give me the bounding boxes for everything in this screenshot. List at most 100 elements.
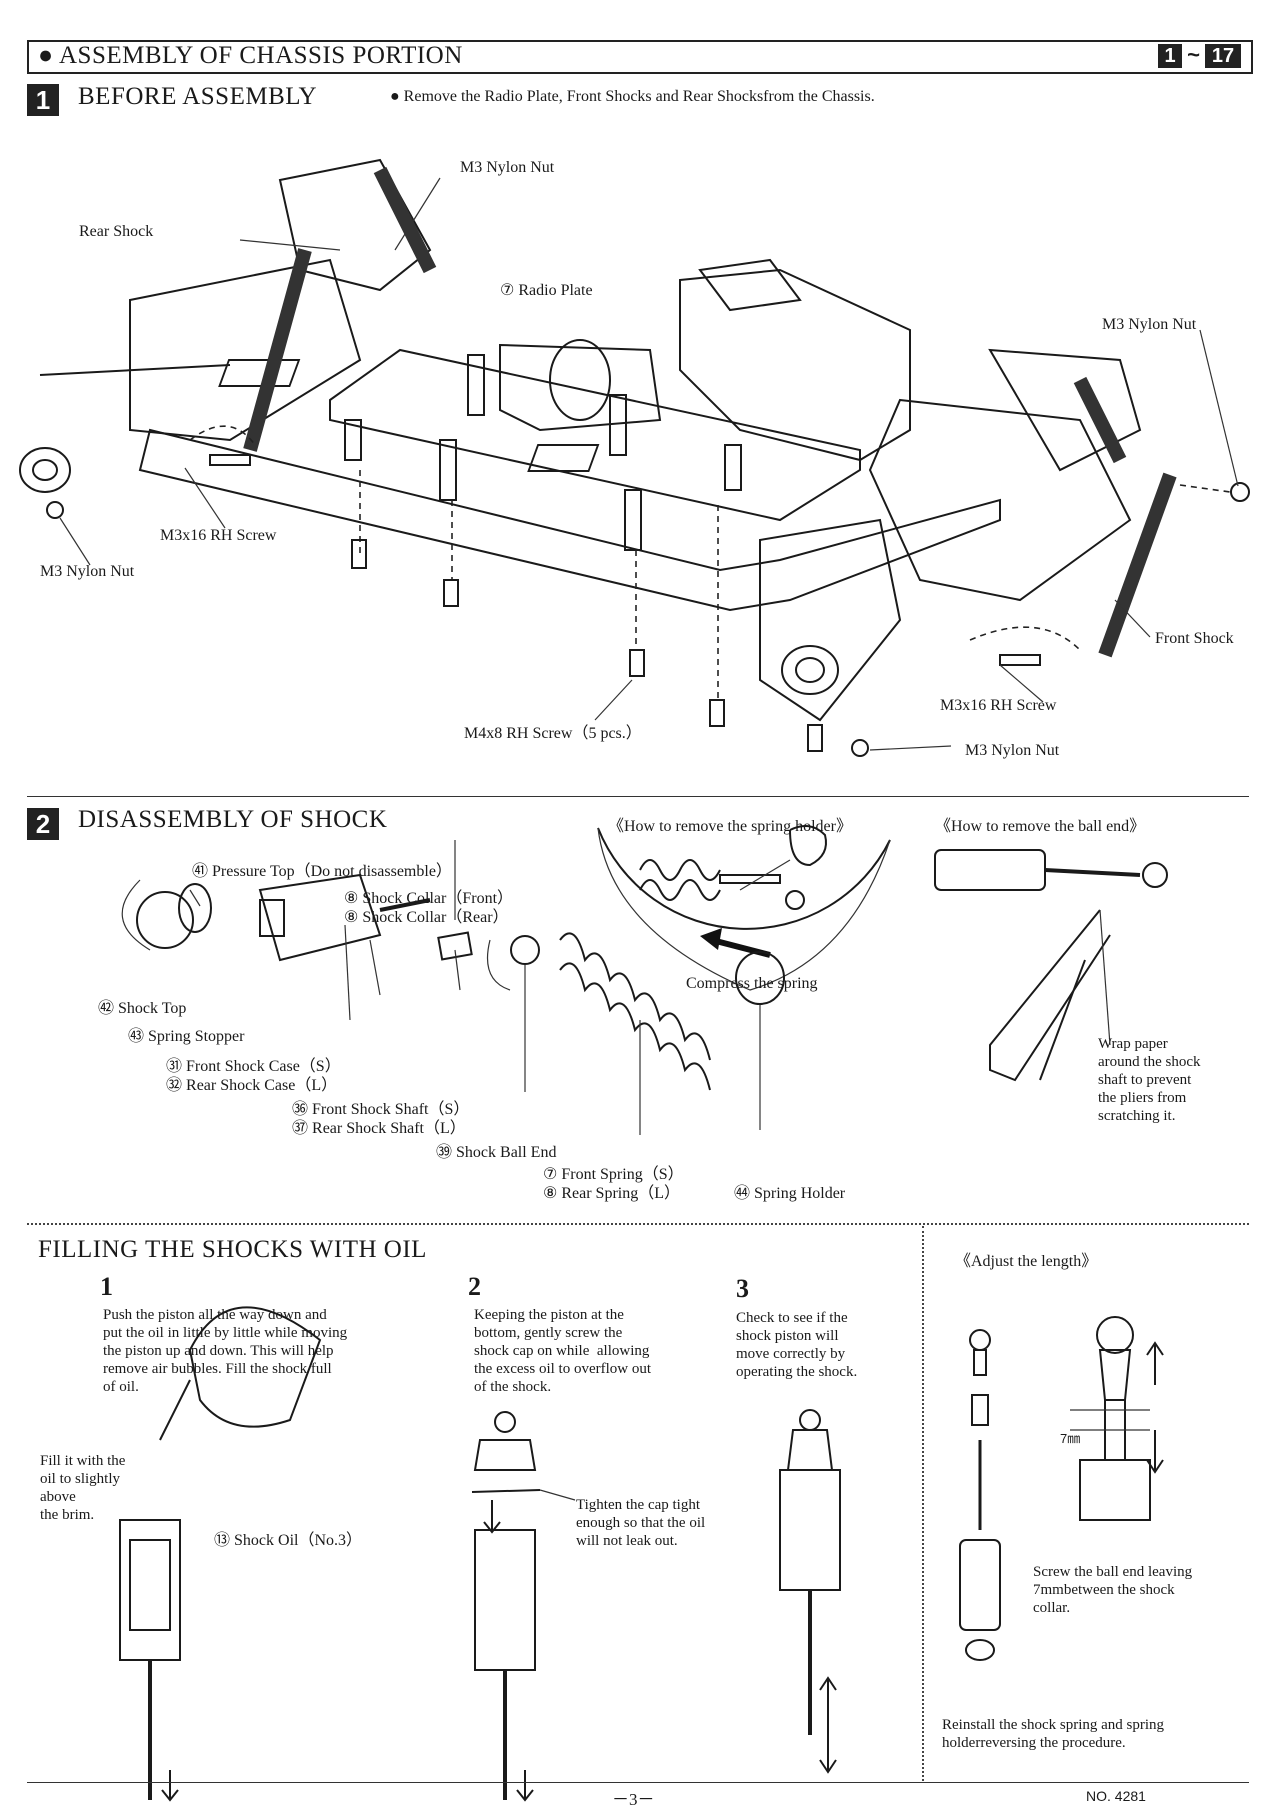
rear-shock-drawing [239,166,437,452]
shock-oil-label: ⑬ Shock Oil（No.3） [214,1526,362,1550]
doc-number: NO. 4281 [1086,1788,1146,1804]
front-gearbox [868,398,1132,602]
page-range: 1 ~ 17 [1158,42,1242,68]
spring-holder-inset [597,827,891,930]
part-42: ㊷ Shock Top [98,994,186,1018]
step1-text: Push the piston all the way down and put… [103,1307,348,1395]
part-44-num: ㊹ [734,1185,751,1202]
label-m3x16-right: M3x16 RH Screw [940,697,1057,714]
part-32-text: Rear Shock Case（L） [186,1077,338,1094]
part-42-num: ㊷ [98,1000,115,1017]
part-36-num: ㊱ [292,1101,309,1118]
compress-label: Compress the spring [686,975,818,992]
part-32-num: ㉜ [166,1077,183,1094]
part-36-text: Front Shock Shaft（S） [312,1101,470,1118]
part-41-num: ㊶ [192,863,209,880]
servo-block [499,343,662,432]
part-88-num: ⑧ [344,890,359,907]
part-37-num: ㊲ [292,1120,309,1137]
part-31-text: Front Shock Case（S） [186,1058,341,1075]
label-front-shock: Front Shock [1155,630,1234,647]
divider-2 [27,1223,1249,1225]
divider-vertical [922,1226,924,1781]
reinstall-note: Reinstall the shock spring and spring ho… [942,1717,1165,1751]
part-36: ㊱ Front Shock Shaft（S） [292,1095,469,1119]
part-31-num: ㉛ [166,1058,183,1075]
fill-note: Fill it with the oil to slightly above t… [40,1453,126,1523]
label-radio-plate: ⑦ Radio Plate [500,280,593,300]
page-number: －3－ [612,1790,655,1809]
part-79: ⑦ Front Spring（S） [543,1160,684,1184]
part-79-text: Front Spring（S） [561,1166,684,1183]
part-41-text: Pressure Top（Do not disassemble） [212,863,452,880]
page-title: ● ASSEMBLY OF CHASSIS PORTION [38,42,463,70]
rear-gearbox [129,258,362,442]
shock-disassembly-drawing [121,825,1168,1135]
page-range-end: 17 [1205,44,1242,68]
step2-drawing [471,1411,576,1802]
label-m3-nylon-nut-right: M3 Nylon Nut [1102,316,1197,333]
shock-oil-num: ⑬ [214,1532,231,1549]
front-hub [781,645,839,695]
shock-oil-text: Shock Oil（No.3） [234,1532,363,1549]
label-m3-nylon-nut-bottom: M3 Nylon Nut [965,742,1060,759]
part-41: ㊶ Pressure Top（Do not disassemble） [192,857,452,881]
part-37-text: Rear Shock Shaft（L） [312,1120,466,1137]
part-31: ㉛ Front Shock Case（S） [166,1052,341,1076]
part-37: ㊲ Rear Shock Shaft（L） [292,1114,466,1138]
section2-number: 2 [27,808,59,840]
part-43-num: ㊸ [128,1028,145,1045]
rear-hub [19,447,71,493]
part-39-num: ㊴ [436,1144,453,1161]
gap-7mm: 7㎜ [1060,1431,1081,1446]
radio-plate-number: ⑦ [500,282,515,299]
label-m4x8: M4x8 RH Screw（5 pcs.） [464,725,642,742]
label-m3-nylon-nut-top: M3 Nylon Nut [460,159,555,176]
section3-title: FILLING THE SHOCKS WITH OIL [38,1236,427,1263]
part-39-text: Shock Ball End [456,1144,557,1161]
step3-number: 3 [736,1274,749,1303]
footer-rule [27,1782,1249,1783]
section1-number: 1 [27,84,59,116]
radio-plate-text: Radio Plate [518,282,593,299]
header-bullet: ● [38,42,54,69]
page-range-start: 1 [1158,44,1182,68]
tighten-note: Tighten the cap tight enough so that the… [576,1497,706,1549]
part-79-num: ⑦ [543,1166,558,1183]
page-range-sep: ~ [1187,42,1200,67]
oil-filling-drawing [119,1306,1164,1802]
ball-end-tool [934,849,1168,1082]
chassis-drawing [19,158,1250,757]
label-m3-nylon-nut-left: M3 Nylon Nut [40,563,135,580]
section1-instruction: ● Remove the Radio Plate, Front Shocks a… [390,88,875,105]
radio-plate [329,348,861,522]
adjust-caption: 《Adjust the length》 [955,1253,1098,1270]
wrap-paper-note: Wrap paper around the shock shaft to pre… [1098,1036,1201,1124]
step3-drawing [779,1409,841,1774]
divider-1 [27,796,1249,797]
step1-number: 1 [100,1272,113,1301]
part-89-text: Shock Collar（Rear） [362,909,509,926]
section1-heading: 1 [27,84,59,116]
header-title-text: ASSEMBLY OF CHASSIS PORTION [58,42,463,69]
label-m3x16-left: M3x16 RH Screw [160,527,277,544]
header-frame [27,40,1253,74]
part-89-num: ⑧ [344,909,359,926]
step2-text: Keeping the piston at the bottom, gently… [474,1307,652,1395]
exploded-shock [121,873,785,1091]
chassis-plate [138,428,1001,612]
step2-number: 2 [468,1272,481,1301]
part-80-text: Rear Spring（L） [561,1185,680,1202]
part-39: ㊴ Shock Ball End [436,1138,556,1162]
part-43-text: Spring Stopper [148,1028,245,1045]
part-43: ㊸ Spring Stopper [128,1022,244,1046]
part-32: ㉜ Rear Shock Case（L） [166,1071,337,1095]
step3-text: Check to see if the shock piston will mo… [736,1310,858,1380]
adjust-drawing [959,1316,1164,1661]
part-44: ㊹ Spring Holder [734,1179,845,1203]
part-88: ⑧ Shock Collar（Front） [344,884,513,908]
label-rear-shock: Rear Shock [79,223,154,240]
ball-end-caption: 《How to remove the ball end》 [935,818,1146,835]
part-42-text: Shock Top [118,1000,187,1017]
screw-ball-end-note: Screw the ball end leaving 7mmbetween th… [1033,1564,1193,1616]
